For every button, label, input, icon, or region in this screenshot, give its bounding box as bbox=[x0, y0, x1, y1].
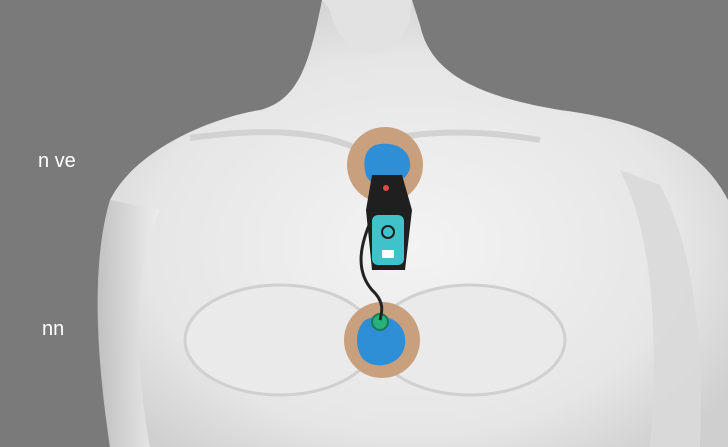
upper-label: n ve bbox=[38, 150, 76, 173]
ecg-monitor-icon bbox=[366, 175, 412, 270]
lower-label: nn bbox=[42, 318, 64, 341]
